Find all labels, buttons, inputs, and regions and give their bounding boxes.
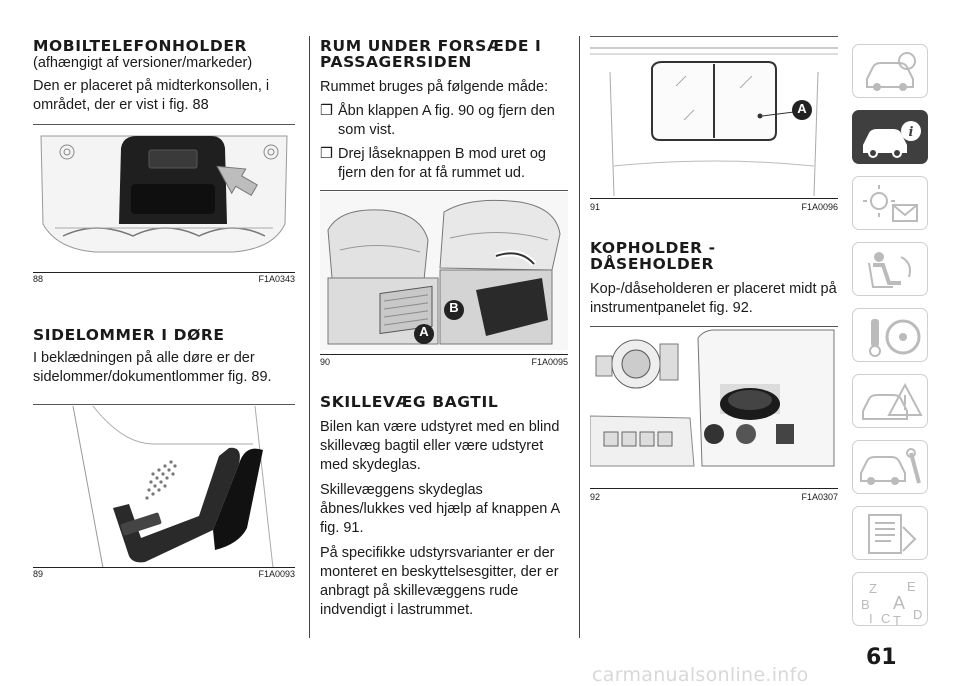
bullet-2-text: Drej låseknappen B mod uret og fjern den… bbox=[338, 146, 546, 181]
checkbox-icon: ❒ bbox=[320, 146, 333, 162]
tab-dashboard[interactable] bbox=[852, 44, 928, 98]
phone-holder-illustration bbox=[33, 124, 295, 273]
warning-triangle-icon bbox=[862, 382, 923, 420]
section-title-rum-under-forsaede: RUM UNDER FORSÆDE I PASSAGERSIDEN bbox=[320, 37, 542, 71]
column-divider bbox=[309, 36, 310, 638]
alphabet-index-icon: Z E B A I C T D bbox=[861, 579, 922, 628]
figure-88: 88 F1A0343 bbox=[33, 124, 295, 284]
figure-90-code: F1A0095 bbox=[531, 357, 568, 367]
paragraph-kopholder: Kop-/dåseholderen er placeret midt på in… bbox=[590, 281, 837, 316]
car-info-icon: i bbox=[863, 121, 921, 158]
index-letter-i: I bbox=[869, 611, 873, 626]
tab-index-list[interactable] bbox=[852, 506, 928, 560]
tab-warning-triangle[interactable] bbox=[852, 374, 928, 428]
section-title-sidelommer: SIDELOMMER I DØRE bbox=[33, 326, 225, 344]
section-title-skillevaeg: SKILLEVÆG BAGTIL bbox=[320, 393, 499, 411]
index-letter-b: B bbox=[861, 597, 870, 612]
paragraph-skillevaeg-3: På specifikke udstyrsvarianter er der mo… bbox=[320, 545, 559, 618]
index-letter-c: C bbox=[881, 611, 890, 626]
bullet-1: ❒ Åbn klappen A fig. 90 og fjern den som… bbox=[320, 102, 568, 140]
column-divider-2 bbox=[579, 36, 580, 638]
paragraph-intro: Rummet bruges på følgende måde: bbox=[320, 79, 549, 95]
svg-text:i: i bbox=[909, 125, 914, 140]
index-letter-z: Z bbox=[869, 581, 877, 596]
bullet-1-text: Åbn klappen A fig. 90 og fjern den som v… bbox=[338, 103, 555, 138]
figure-88-number: 88 bbox=[33, 274, 44, 284]
paragraph-skillevaeg-1: Bilen kan være udstyret med en blind ski… bbox=[320, 419, 560, 473]
door-pocket-illustration bbox=[33, 404, 295, 569]
paragraph-sidelommer: I beklædningen på alle døre er der sidel… bbox=[33, 350, 272, 385]
tab-service-car[interactable] bbox=[852, 440, 928, 494]
figure-92-code: F1A0307 bbox=[801, 492, 838, 502]
paragraph-skillevaeg-2: Skillevæggens skydeglas åbnes/lukkes ved… bbox=[320, 482, 560, 536]
index-letter-d: D bbox=[913, 607, 922, 622]
tab-car-info[interactable]: i bbox=[852, 110, 928, 164]
figure-91-code: F1A0096 bbox=[801, 202, 838, 212]
label-a-91: A bbox=[797, 101, 807, 116]
under-seat-storage-illustration bbox=[320, 190, 568, 355]
figure-89-code: F1A0093 bbox=[258, 569, 295, 579]
figure-89-number: 89 bbox=[33, 569, 44, 579]
partition-window-illustration bbox=[590, 36, 838, 199]
section-title-kopholder: KOPHOLDER - DÅSEHOLDER bbox=[590, 239, 716, 273]
figure-90: B A 90 F1A0095 bbox=[320, 190, 568, 372]
figure-91: A 91 F1A0096 bbox=[590, 36, 838, 216]
watermark: carmanualsonline.info bbox=[592, 664, 809, 686]
figure-92: 92 F1A0307 bbox=[590, 326, 838, 504]
index-letter-t: T bbox=[893, 613, 901, 627]
figure-92-number: 92 bbox=[590, 492, 601, 502]
cup-holder-illustration bbox=[590, 326, 838, 489]
figure-88-code: F1A0343 bbox=[258, 274, 295, 284]
section-subtitle: (afhængigt af versioner/markeder) bbox=[33, 55, 253, 71]
figure-91-number: 91 bbox=[590, 202, 601, 212]
index-letter-e: E bbox=[907, 579, 916, 594]
figure-90-number: 90 bbox=[320, 357, 331, 367]
airbag-seat-icon bbox=[868, 252, 911, 288]
section-title-mobilholder: MOBILTELEFONHOLDER bbox=[33, 37, 248, 55]
steering-key-icon bbox=[869, 319, 921, 357]
bullet-2: ❒ Drej låseknappen B mod uret og fjern d… bbox=[320, 145, 568, 183]
figure-89: 89 F1A0093 bbox=[33, 404, 295, 579]
checkbox-icon: ❒ bbox=[320, 103, 333, 119]
index-letter-a: A bbox=[893, 593, 905, 613]
paragraph-mobilholder: Den er placeret på midterkonsollen, i om… bbox=[33, 78, 270, 113]
index-list-icon bbox=[868, 514, 917, 554]
label-b: B bbox=[449, 300, 459, 315]
tab-warning-lights[interactable] bbox=[852, 176, 928, 230]
page-number: 61 bbox=[866, 645, 897, 670]
service-car-icon bbox=[860, 448, 921, 485]
dashboard-car-icon bbox=[866, 52, 916, 91]
tab-alphabet-index[interactable]: Z E B A I C T D bbox=[852, 572, 928, 628]
tab-airbag-seat[interactable] bbox=[852, 242, 928, 296]
tab-steering-key[interactable] bbox=[852, 308, 928, 362]
warning-lights-icon bbox=[863, 185, 918, 222]
label-a: A bbox=[419, 324, 429, 339]
